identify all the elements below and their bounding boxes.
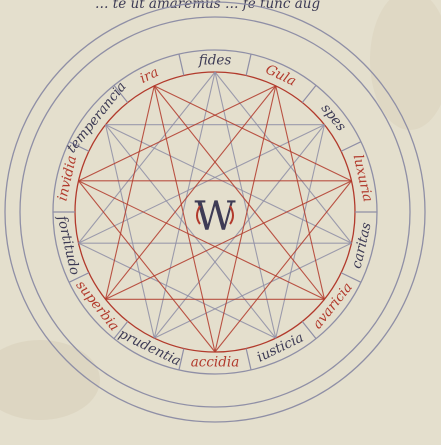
- segment-divider: [340, 272, 362, 283]
- star-line: [153, 71, 216, 339]
- star-line: [214, 71, 277, 339]
- segment-divider: [301, 84, 317, 103]
- star-line: [78, 180, 216, 353]
- star-line: [154, 85, 352, 182]
- monogram-flourish: [196, 205, 234, 225]
- segment-divider: [68, 272, 90, 283]
- segment-divider: [68, 141, 90, 152]
- star-line: [153, 124, 325, 339]
- star-line: [78, 71, 216, 244]
- segment-divider: [178, 348, 185, 371]
- segment-divider: [301, 321, 317, 340]
- parchment-stain: [0, 340, 100, 420]
- star-line: [153, 85, 216, 353]
- star-line: [154, 242, 352, 339]
- star-line: [275, 85, 325, 300]
- segment-divider: [178, 53, 185, 76]
- center-monogram: W: [194, 194, 235, 240]
- star-line: [214, 71, 352, 244]
- outer-ring: [4, 1, 426, 423]
- star-line: [214, 85, 277, 353]
- segment-divider: [245, 53, 252, 76]
- star-line: [105, 124, 155, 339]
- segment-label: ira: [137, 64, 161, 87]
- segment-label: accidia: [191, 355, 240, 371]
- star-line: [105, 124, 352, 244]
- segment-divider: [245, 348, 252, 371]
- star-line: [105, 124, 277, 339]
- star-line: [275, 124, 325, 339]
- second-ring: [19, 16, 411, 408]
- red-star-lines: [78, 85, 352, 353]
- star-line: [105, 85, 277, 300]
- star-line: [214, 180, 352, 353]
- header-script-text: … te ut amaremus … fe tunc aug: [95, 0, 320, 12]
- star-line: [78, 85, 276, 182]
- grey-star-lines: [78, 71, 352, 339]
- segment-dividers: [53, 53, 377, 371]
- monogram-letter: W: [194, 194, 235, 240]
- segment-divider: [113, 84, 129, 103]
- segment-divider: [113, 321, 129, 340]
- parchment-stain: [370, 0, 441, 130]
- star-line: [78, 180, 325, 300]
- star-line: [78, 242, 276, 339]
- star-line: [78, 124, 325, 244]
- segment-divider: [340, 141, 362, 152]
- segment-label: fides: [198, 53, 232, 69]
- star-line: [105, 85, 155, 300]
- star-line: [153, 85, 325, 300]
- star-line: [105, 180, 352, 300]
